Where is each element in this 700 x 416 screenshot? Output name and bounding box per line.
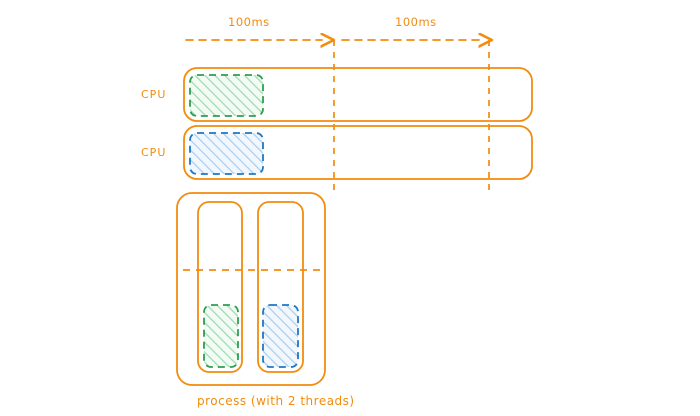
process-box (176, 192, 326, 386)
cpu-block-1-green (189, 74, 264, 117)
cpu-bar-2 (183, 125, 533, 180)
thread-box-2 (257, 201, 304, 373)
timeline-markers (333, 40, 490, 193)
thread-block-2-blue (262, 304, 299, 368)
cpu-row-1 (183, 67, 533, 122)
cpu-label-1: CPU (141, 88, 167, 101)
cpu-block-2-blue (189, 132, 264, 175)
thread-block-1-green (203, 304, 239, 368)
process-caption: process (with 2 threads) (197, 394, 355, 408)
duration-label-2: 100ms (395, 15, 437, 29)
thread-box-1 (197, 201, 243, 373)
cpu-bar-1 (183, 67, 533, 122)
process-container (176, 192, 326, 386)
cpu-row-2 (183, 125, 533, 180)
cpu-label-2: CPU (141, 146, 167, 159)
duration-label-1: 100ms (228, 15, 270, 29)
